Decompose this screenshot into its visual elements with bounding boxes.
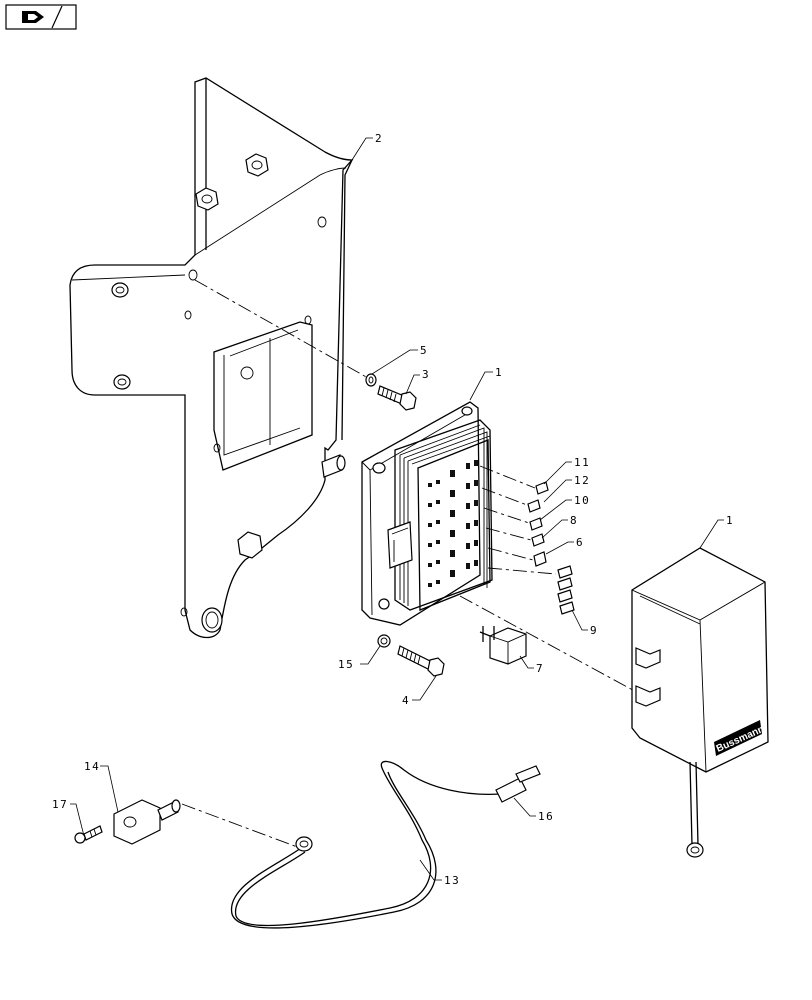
fuse-slots <box>428 460 478 587</box>
ground-cable <box>231 760 541 929</box>
callout-17[interactable]: 17 <box>52 798 68 811</box>
leader-lines <box>70 137 724 881</box>
fuse-relay-box <box>361 401 493 626</box>
lock-washer <box>365 373 377 387</box>
book-back-icon <box>22 5 63 29</box>
callout-16[interactable]: 16 <box>538 810 554 823</box>
callout-1-fusebox[interactable]: 1 <box>495 366 503 379</box>
callout-6[interactable]: 6 <box>576 536 584 549</box>
bussmann-label: Bussmann <box>714 720 766 756</box>
spade-terminal <box>495 765 541 803</box>
callout-10[interactable]: 10 <box>574 494 590 507</box>
hex-nut-left <box>195 187 219 211</box>
callout-1-cover[interactable]: 1 <box>726 514 734 527</box>
callout-2[interactable]: 2 <box>375 132 383 145</box>
mini-fuse-strip <box>557 565 575 615</box>
callout-3[interactable]: 3 <box>422 368 430 381</box>
ground-stud-block <box>113 799 181 845</box>
callout-7[interactable]: 7 <box>536 662 544 675</box>
nav-back-button[interactable] <box>5 4 77 30</box>
callout-15[interactable]: 15 <box>338 658 354 671</box>
callout-14[interactable]: 14 <box>84 760 100 773</box>
callouts: 2 5 3 1 11 12 10 8 6 9 1 7 15 4 14 17 16… <box>52 132 734 887</box>
hex-nut-lower <box>237 531 263 559</box>
hex-bolt-long <box>397 645 445 677</box>
callout-4[interactable]: 4 <box>402 694 410 707</box>
callout-8[interactable]: 8 <box>570 514 578 527</box>
blade-fuses <box>527 481 575 615</box>
fuse-box-cover: Bussmann <box>631 547 769 858</box>
cap-screw <box>74 825 103 844</box>
callout-12[interactable]: 12 <box>574 474 590 487</box>
hex-bolt-short <box>377 385 417 411</box>
callout-13[interactable]: 13 <box>444 874 460 887</box>
ring-terminal <box>295 836 313 852</box>
bracket-stud <box>321 454 346 478</box>
callout-9[interactable]: 9 <box>590 624 598 637</box>
hex-nut-top <box>245 153 269 177</box>
relay <box>479 626 527 665</box>
callout-5[interactable]: 5 <box>420 344 428 357</box>
mounting-bracket <box>69 77 354 639</box>
flat-washer <box>377 634 391 648</box>
callout-11[interactable]: 11 <box>574 456 590 469</box>
